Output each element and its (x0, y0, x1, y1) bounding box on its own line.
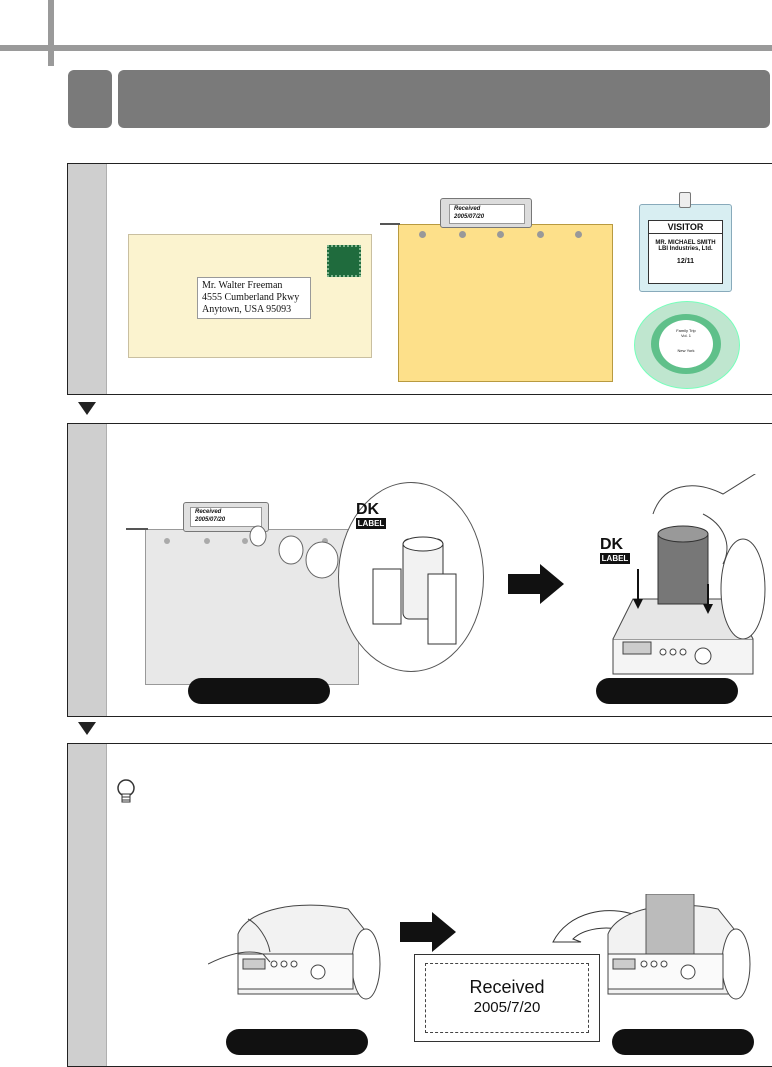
dk-logo-bottom: LABEL (356, 518, 386, 529)
address-street: 4555 Cumberland Pkwy (202, 292, 300, 303)
caption-pill-left (188, 678, 330, 704)
sample-label-line1: Received (469, 977, 545, 997)
folder-label-title: Received (195, 509, 222, 515)
dk-logo-top: DK (356, 501, 380, 518)
folder-hole (322, 538, 328, 544)
step-arrow-down-icon (78, 722, 96, 735)
step-panel-3: Received 2005/7/20 (67, 743, 772, 1067)
folder-hole (419, 231, 426, 238)
top-rule (0, 45, 772, 51)
badge-company: LBI Industries, Ltd. (658, 246, 713, 252)
cd-illustration: Family Trip Vol. 1 New York (634, 301, 740, 389)
cd-label: Family Trip Vol. 1 New York (659, 320, 713, 368)
sample-label-border: Received 2005/7/20 (425, 963, 589, 1033)
lightbulb-hint-icon (117, 779, 135, 803)
step-panel-1: Mr. Walter Freeman 4555 Cumberland Pkwy … (67, 163, 772, 395)
size-circles (249, 525, 339, 579)
dk-label-logo: DK LABEL (600, 537, 630, 564)
folder-label-date: 2005/07/20 (195, 517, 226, 523)
folder-hook (126, 528, 148, 530)
folder-tab: Received 2005/07/20 (440, 198, 532, 228)
visitor-badge-illustration: VISITOR MR. MICHAEL SMITH LBI Industries… (639, 204, 732, 292)
folder-label-date: 2005/07/20 (454, 214, 485, 220)
printer-loading-illustration (612, 474, 766, 675)
step-panel-2: Received 2005/07/20 DK LABEL DK LABEL (67, 423, 772, 717)
folder-hook (380, 223, 400, 225)
gray-folder-tab-label: Received 2005/07/20 (190, 507, 262, 527)
folder-hole (459, 231, 466, 238)
printer-ejecting-label-illustration (552, 894, 751, 1000)
caption-pill-right (612, 1029, 754, 1055)
cd-volume: Vol. 1 (680, 333, 691, 338)
left-rule (48, 0, 54, 66)
printer-pressing-button-illustration (208, 904, 381, 1000)
folder-hole (497, 231, 504, 238)
label-roll-icon (372, 536, 457, 645)
caption-pill-right (596, 678, 738, 704)
address-label: Mr. Walter Freeman 4555 Cumberland Pkwy … (197, 277, 311, 319)
address-city: Anytown, USA 95093 (202, 304, 292, 315)
caption-pill-left (226, 1029, 368, 1055)
cd-place: New York (677, 348, 695, 353)
folder-hole (204, 538, 210, 544)
folder-hole (164, 538, 170, 544)
cd-title: Family Trip (676, 328, 696, 333)
folder-hole (537, 231, 544, 238)
address-name: Mr. Walter Freeman (202, 280, 283, 291)
badge-title: VISITOR (649, 221, 722, 234)
badge-label: VISITOR MR. MICHAEL SMITH LBI Industries… (648, 220, 723, 284)
step-tab-1 (68, 164, 107, 394)
folder-hole (242, 538, 248, 544)
dk-label-logo: DK LABEL (356, 502, 386, 529)
sample-label-line2: 2005/7/20 (473, 999, 541, 1016)
step-arrow-down-icon (78, 402, 96, 415)
section-number-box (68, 70, 112, 128)
badge-name: MR. MICHAEL SMITH (655, 240, 716, 246)
envelope-illustration: Mr. Walter Freeman 4555 Cumberland Pkwy … (128, 234, 372, 358)
folder-hole (575, 231, 582, 238)
folder-label-title: Received (454, 206, 481, 212)
step-tab-3 (68, 744, 107, 1066)
right-arrow-icon (400, 912, 456, 952)
section-title-bar (118, 70, 770, 128)
badge-date: 12/11 (676, 258, 695, 265)
folder-tab-label: Received 2005/07/20 (449, 204, 525, 224)
right-arrow-icon (508, 564, 564, 604)
stamp-icon (327, 245, 361, 277)
badge-clip-icon (679, 192, 691, 208)
hanging-folder-illustration (398, 224, 613, 382)
dk-logo-bottom: LABEL (600, 553, 630, 564)
step-tab-2 (68, 424, 107, 716)
sample-label-card: Received 2005/7/20 (414, 954, 600, 1042)
dk-logo-top: DK (600, 536, 624, 553)
